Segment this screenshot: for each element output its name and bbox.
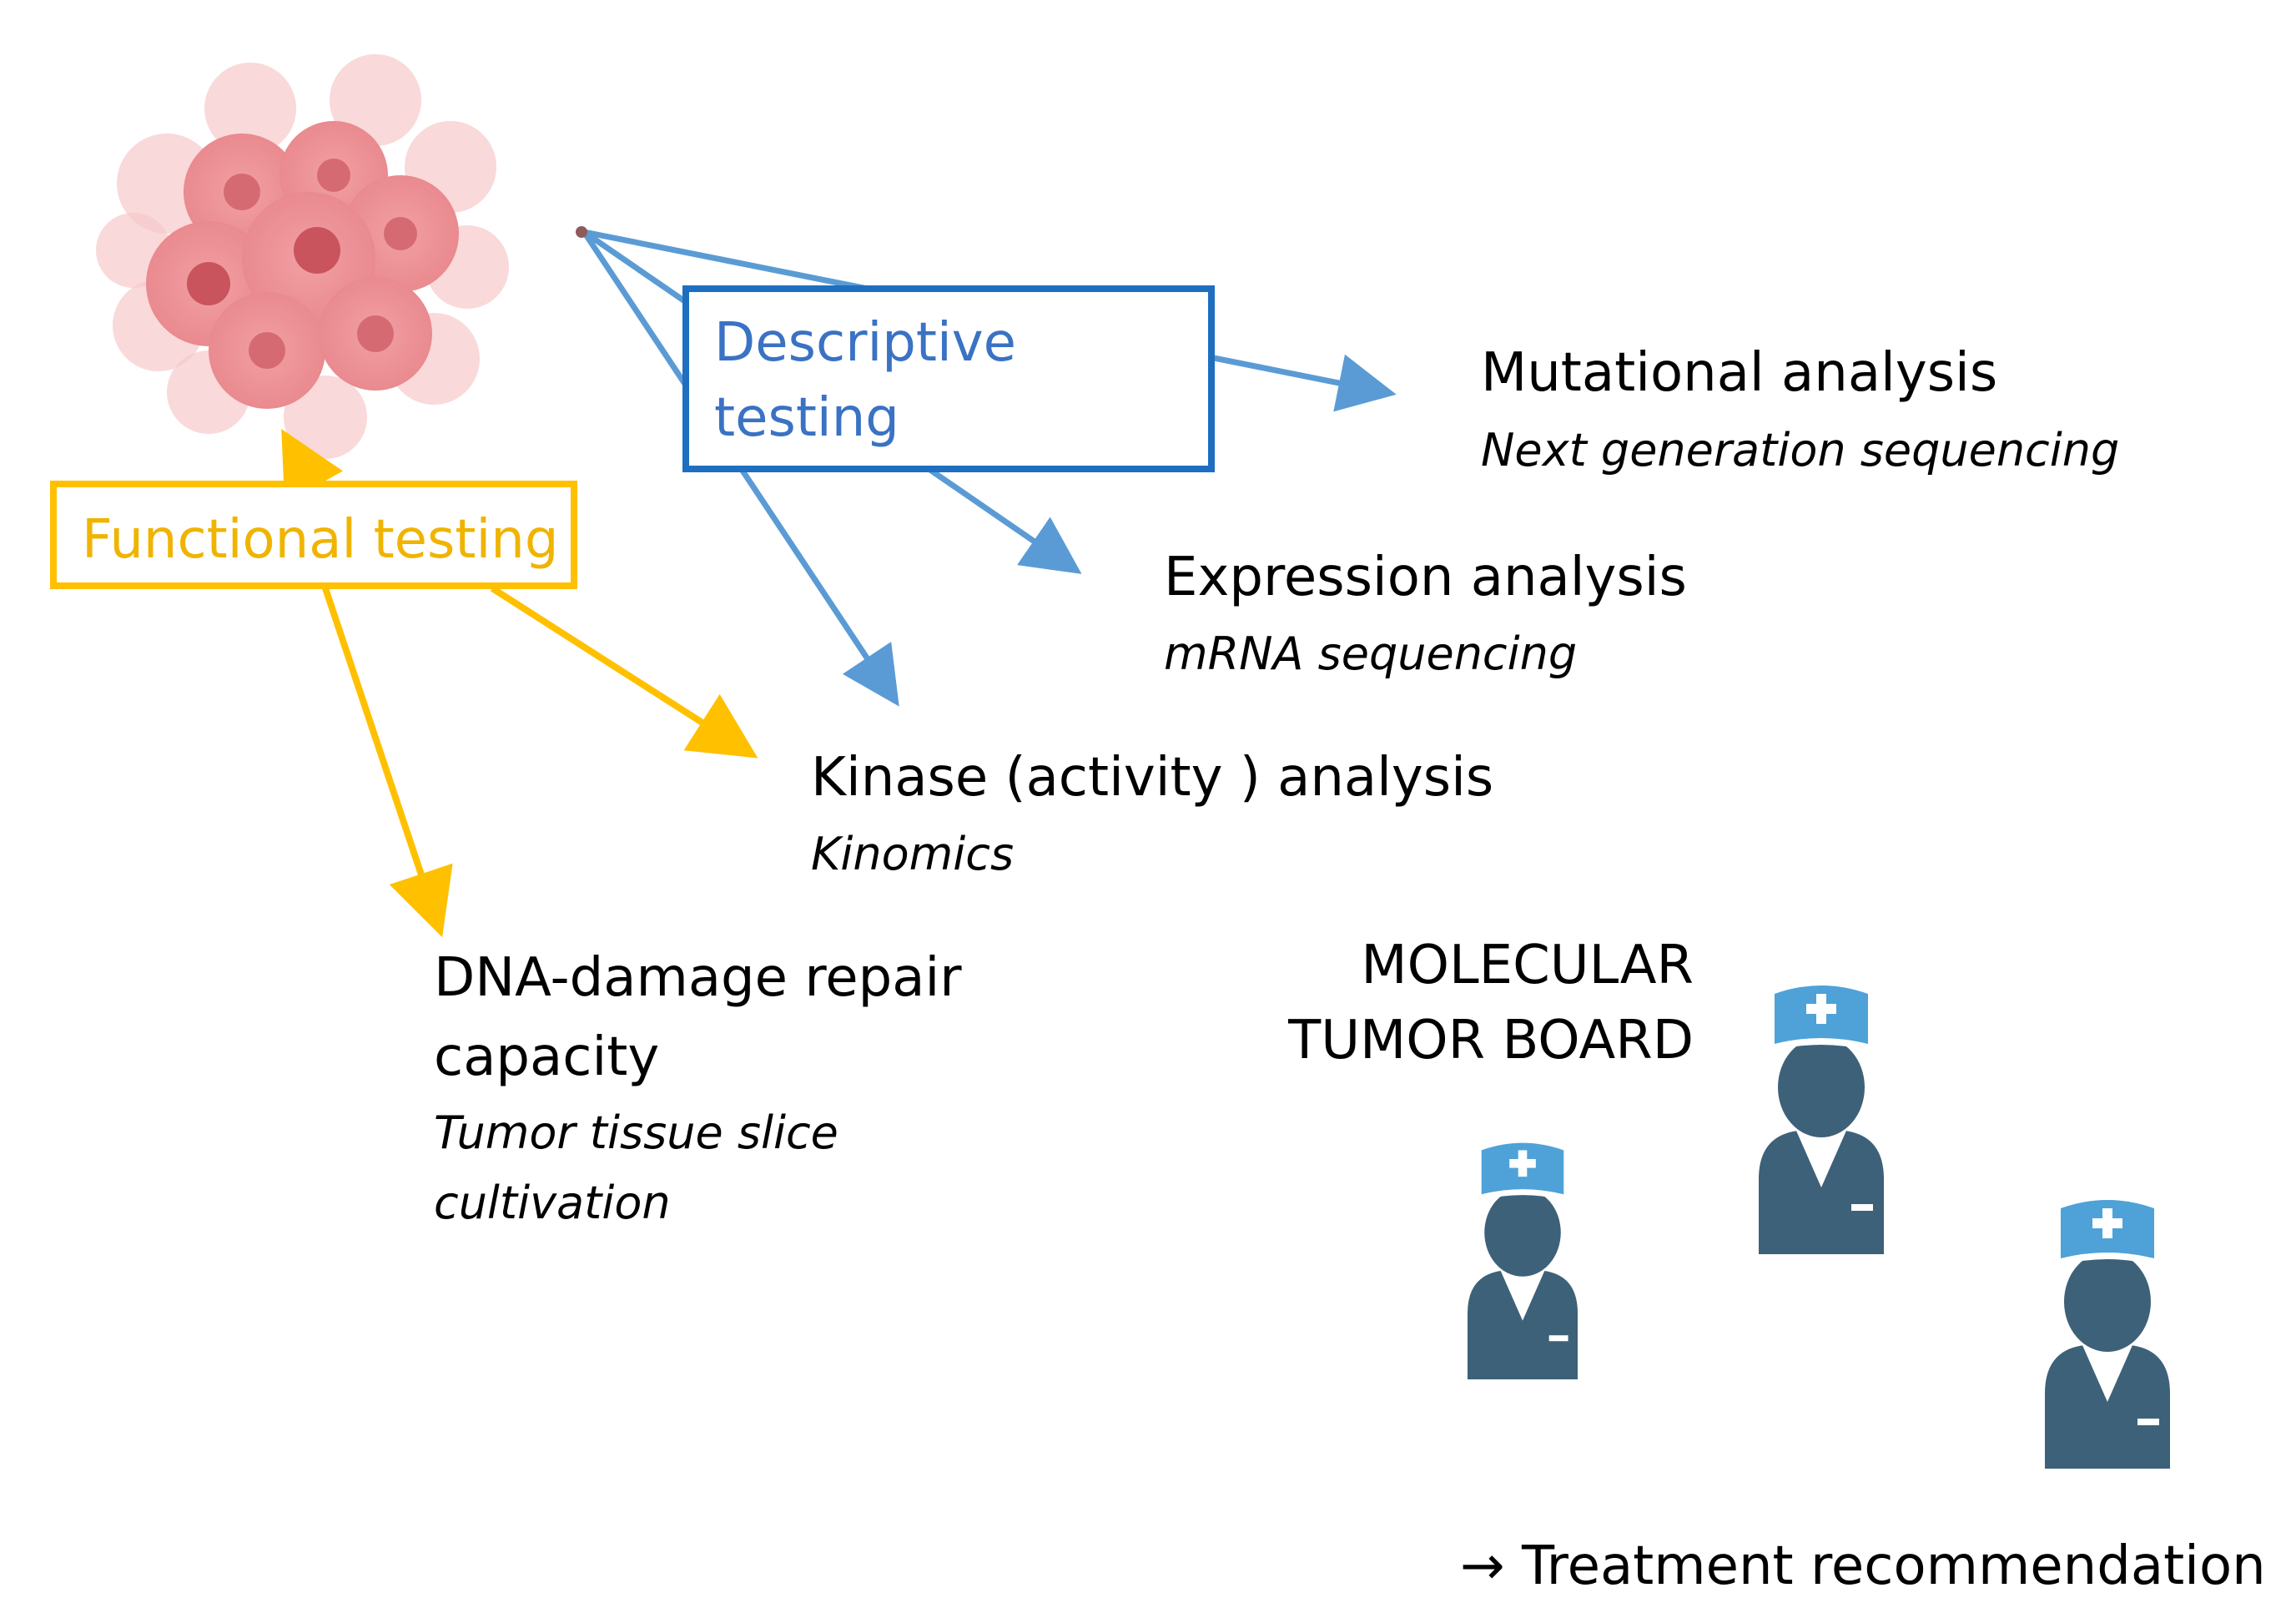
dna-method-line1: Tumor tissue slice — [434, 1106, 838, 1159]
mutational-title: Mutational analysis — [1481, 342, 1998, 404]
kinase-title: Kinase (activity ) analysis — [811, 747, 1494, 809]
descriptive-line1: Descriptive — [714, 312, 1017, 374]
dna-title-line1: DNA-damage repair — [434, 947, 962, 1009]
dna-title-line2: capacity — [434, 1026, 660, 1088]
descriptive-testing-box: Descriptive testing — [682, 285, 1215, 472]
recommendation-text: Treatment recommendation — [1521, 1535, 2266, 1597]
recommendation-arrow: → — [1460, 1535, 1505, 1597]
board-line1: MOLECULAR — [1361, 935, 1694, 996]
mutational-method: Next generation sequencing — [1481, 424, 2120, 476]
functional-testing-box: Functional testing — [50, 481, 577, 589]
dna-method-line2: cultivation — [434, 1177, 671, 1229]
expression-title: Expression analysis — [1164, 547, 1687, 608]
expression-method: mRNA sequencing — [1164, 628, 1578, 680]
treatment-recommendation: → Treatment recommendation — [1460, 1535, 2266, 1597]
arrow-origin — [576, 226, 587, 238]
kinase-method: Kinomics — [811, 828, 1015, 880]
tumor-cells-icon — [96, 54, 509, 459]
board-line2: TUMOR BOARD — [1288, 1010, 1694, 1071]
functional-label: Functional testing — [82, 509, 559, 571]
descriptive-line2: testing — [714, 387, 899, 449]
